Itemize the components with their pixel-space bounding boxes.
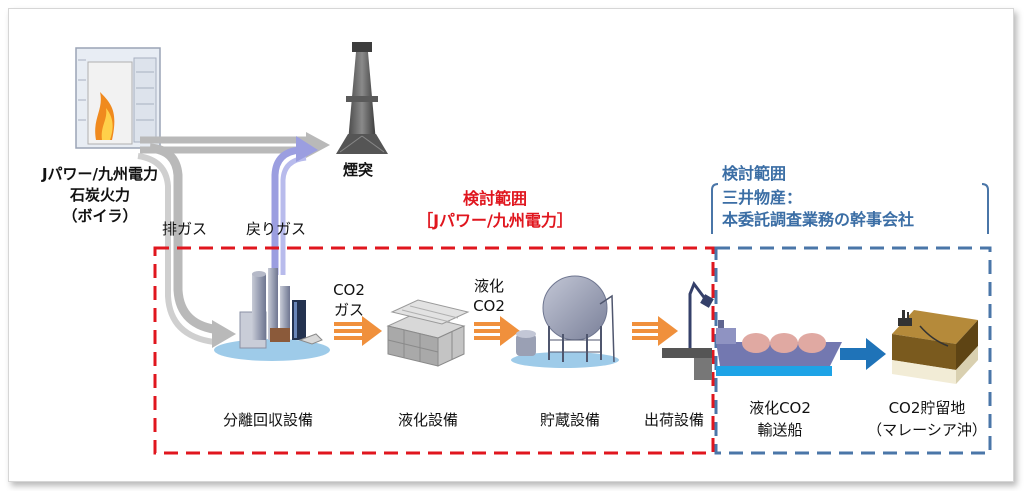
return-gas-pipe	[271, 136, 318, 275]
co2-gas-label-line2: ガス	[333, 301, 364, 319]
liquefied-co2-label-line2: CO2	[473, 297, 505, 315]
chimney-label: 煙突	[343, 161, 374, 179]
storage-site-icon	[892, 310, 978, 384]
scope-blue-title: 検討範囲	[722, 164, 787, 183]
exhaust-gas-label: 排ガス	[162, 220, 208, 238]
scope-blue-box	[714, 246, 992, 455]
scope-red-box	[153, 246, 715, 455]
return-gas-label: 戻りガス	[246, 220, 307, 238]
boiler-icon	[75, 47, 161, 149]
plant-label-line2: 石炭火力	[69, 186, 130, 204]
liquefaction-unit-icon	[386, 299, 470, 367]
separation-label: 分離回収設備	[222, 411, 313, 429]
scope-red-subtitle: ［Jパワー/九州電力］	[417, 211, 573, 230]
exhaust-gas-pipe	[137, 143, 236, 348]
storage-tank-icon	[511, 275, 619, 368]
loading-arm-icon	[662, 280, 714, 380]
arrow-to-storage-site	[840, 338, 886, 370]
scope-blue-line2: 三井物産：	[722, 188, 803, 207]
scope-red-title: 検討範囲	[462, 189, 527, 208]
ship-label-line2: 輸送船	[757, 421, 803, 439]
arrow-liquefied-co2	[474, 316, 520, 346]
ship-label-line1: 液化CO2	[749, 399, 811, 417]
shipping-label: 出荷設備	[643, 411, 704, 429]
scope-blue-line3: 本委託調査業務の幹事会社	[722, 210, 915, 229]
liquefaction-label: 液化設備	[397, 411, 458, 429]
scope-blue-bracket	[711, 183, 989, 234]
lng-ship-icon	[716, 320, 842, 376]
storage-label: 貯蔵設備	[539, 411, 600, 429]
arrow-to-shipping	[632, 316, 678, 346]
arrow-co2-gas	[334, 316, 382, 346]
liquefied-co2-label-line1: 液化	[473, 277, 504, 295]
storage-site-label-line1: CO2貯留地	[888, 399, 966, 417]
plant-label-line1: Jパワー/九州電力	[41, 165, 159, 183]
separation-plant-icon	[214, 268, 330, 361]
co2-gas-label-line1: CO2	[333, 281, 365, 299]
plant-label-line3: （ボイラ）	[62, 207, 138, 225]
storage-site-label-line2: （マレーシア沖）	[867, 421, 987, 439]
chimney-icon	[336, 42, 388, 154]
